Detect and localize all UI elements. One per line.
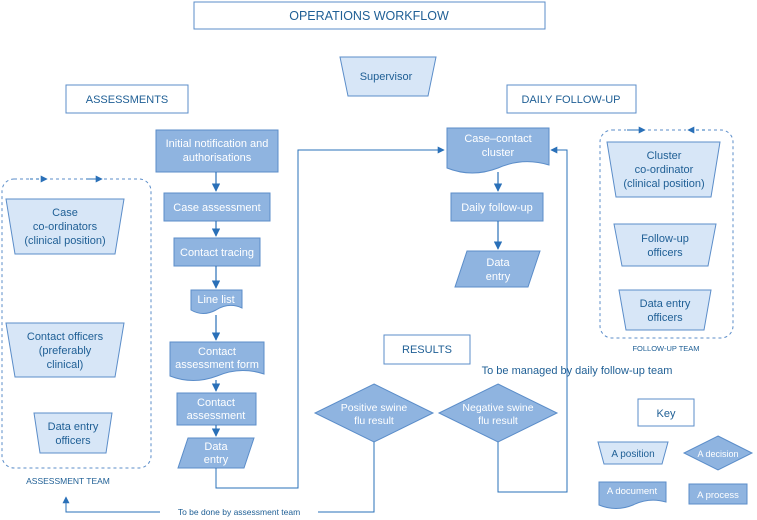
assessments-header: ASSESSMENTS xyxy=(65,84,189,114)
followup-data-entry-io: Data entry xyxy=(454,250,541,288)
supervisor-position: Supervisor xyxy=(339,56,437,97)
key-title: Key xyxy=(657,408,676,420)
arrow-negative-to-cluster xyxy=(497,146,568,493)
followup-data-entry-officers-position: Data entry officers xyxy=(618,289,712,331)
key-document-label: A document xyxy=(607,486,658,497)
negative-result-line2: flu result xyxy=(478,415,518,427)
page-title: OPERATIONS WORKFLOW xyxy=(289,9,449,23)
case-assessment-process: Case assessment xyxy=(163,192,271,222)
cluster-coordinator-line3: (clinical position) xyxy=(623,178,704,190)
contact-tracing-process: Contact tracing xyxy=(173,237,261,267)
daily-followup-label: DAILY FOLLOW-UP xyxy=(521,94,620,106)
case-contact-cluster-line1: Case–contact xyxy=(464,133,531,145)
key-decision-label: A decision xyxy=(697,449,738,459)
line-list-label: Line list xyxy=(197,294,234,306)
contact-officers-line1: Contact officers xyxy=(27,331,104,343)
initial-notification-line1: Initial notification and xyxy=(166,138,269,150)
key-box: Key xyxy=(637,398,695,427)
note-background xyxy=(160,506,318,518)
contact-assessment-form-line2: assessment form xyxy=(175,359,259,371)
assessment-data-entry-io: Data entry xyxy=(177,437,255,469)
contact-officers-line2: (preferably xyxy=(39,345,92,357)
followup-officers-line1: Follow-up xyxy=(641,233,689,245)
key-decision: A decision xyxy=(682,435,754,471)
assessment-team-group: ASSESSMENT TEAM xyxy=(1,175,152,486)
contact-officers-position: Contact officers (preferably clinical) xyxy=(5,322,125,378)
assessment-data-entry-line2-text: entry xyxy=(204,454,229,466)
contact-assessment-form-line1: Contact xyxy=(198,346,236,358)
contact-officers-line3: clinical) xyxy=(47,359,84,371)
followup-officers-position: Follow-up officers xyxy=(613,223,717,267)
daily-followup-process: Daily follow-up xyxy=(450,192,544,222)
followup-officers-line2: officers xyxy=(647,247,683,259)
case-contact-cluster-line2: cluster xyxy=(482,147,515,159)
case-assessment-label: Case assessment xyxy=(173,202,260,214)
assessment-data-entry-line2: officers xyxy=(55,435,91,447)
cluster-coordinator-position: Cluster co-ordinator (clinical position) xyxy=(606,141,721,198)
results-header: RESULTS xyxy=(383,334,471,365)
key-process: A process xyxy=(688,483,748,505)
case-coordinators-line2: co-ordinators xyxy=(33,221,98,233)
case-coordinators-line1: Case xyxy=(52,207,78,219)
initial-notification-line2: authorisations xyxy=(183,152,252,164)
followup-data-entry-line2-text: entry xyxy=(486,271,511,283)
results-label: RESULTS xyxy=(402,344,452,356)
negative-result-decision: Negative swine flu result xyxy=(437,383,559,443)
daily-followup-label: Daily follow-up xyxy=(461,202,533,214)
case-contact-cluster-document: Case–contact cluster xyxy=(446,127,550,174)
positive-result-decision: Positive swine flu result xyxy=(313,383,435,443)
contact-tracing-label: Contact tracing xyxy=(180,247,254,259)
assessments-label: ASSESSMENTS xyxy=(86,94,169,106)
followup-team-label: FOLLOW-UP TEAM xyxy=(632,344,699,353)
followup-team-group: FOLLOW-UP TEAM xyxy=(599,126,734,353)
assessment-data-entry-line1: Data entry xyxy=(48,421,99,433)
key-position-label: A position xyxy=(611,449,654,460)
cluster-coordinator-line1: Cluster xyxy=(647,150,682,162)
daily-followup-header: DAILY FOLLOW-UP xyxy=(506,84,637,114)
positive-result-line1: Positive swine xyxy=(341,402,408,414)
initial-notification-process: Initial notification and authorisations xyxy=(155,129,279,173)
contact-assessment-line2: assessment xyxy=(187,410,246,422)
contact-assessment-form-document: Contact assessment form xyxy=(169,341,265,381)
key-position: A position xyxy=(597,441,669,465)
supervisor-label: Supervisor xyxy=(360,71,413,83)
cluster-coordinator-line2: co-ordinator xyxy=(635,164,694,176)
title-box: OPERATIONS WORKFLOW xyxy=(193,1,546,30)
followup-data-entry-line2: officers xyxy=(647,312,683,324)
assessment-data-entry-line1-text: Data xyxy=(204,441,228,453)
done-by-assessment-note: To be done by assessment team xyxy=(178,507,300,517)
followup-data-entry-line1-text: Data xyxy=(486,257,510,269)
case-coordinators-line3: (clinical position) xyxy=(24,235,105,247)
key-document: A document xyxy=(598,481,667,509)
assessment-team-label: ASSESSMENT TEAM xyxy=(26,476,110,486)
negative-result-line1: Negative swine xyxy=(462,402,533,414)
key-process-label: A process xyxy=(697,490,739,501)
assessment-data-entry-officers-position: Data entry officers xyxy=(33,412,113,454)
case-coordinators-position: Case co-ordinators (clinical position) xyxy=(5,198,125,255)
arrow-data-entry-to-cluster xyxy=(215,146,445,489)
contact-assessment-process: Contact assessment xyxy=(176,392,257,426)
managed-by-followup-note: To be managed by daily follow-up team xyxy=(482,365,673,377)
followup-data-entry-line1: Data entry xyxy=(640,298,691,310)
line-list-document: Line list xyxy=(190,289,243,314)
positive-result-line2: flu result xyxy=(354,415,394,427)
contact-assessment-line1: Contact xyxy=(197,397,235,409)
